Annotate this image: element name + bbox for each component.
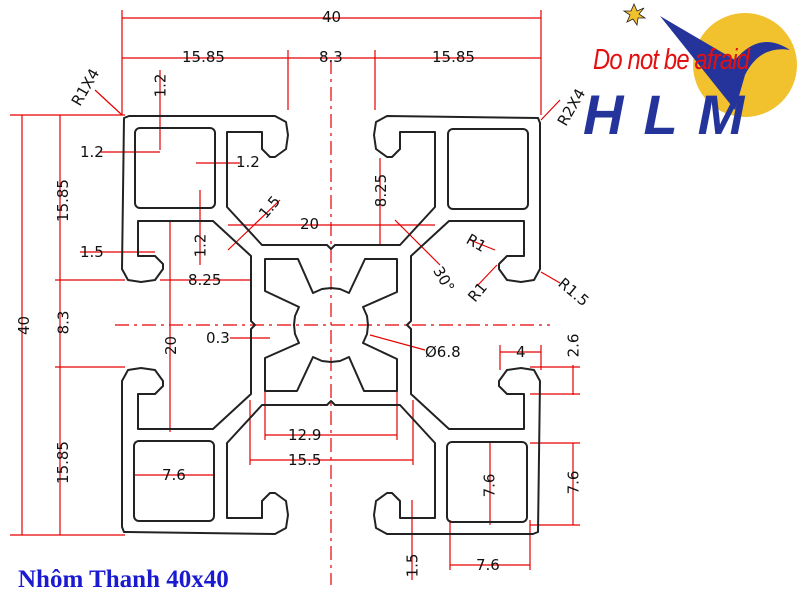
dim-core-20: 20 [300,215,320,233]
dim-top-left: 15.85 [182,48,225,66]
dim-lip-height: 1.2 [151,73,170,98]
dim-hole-height: 7.6 [480,473,499,498]
center-lines [115,60,550,585]
logo-slogan: Do not be afraid [593,44,750,76]
dim-slot-2-6: 2.6 [564,333,583,358]
dim-core-20-vertical: 20 [162,335,181,356]
dimension-lines [10,10,580,580]
dim-left-lip: 1.5 [80,243,104,261]
dim-hole-height-right: 7.6 [564,470,583,495]
dim-top-right: 15.85 [432,48,475,66]
corner-hole [134,127,216,209]
corner-hole [446,441,528,523]
dim-left-upper: 15.85 [53,179,72,222]
dim-lip-vertical: 1.2 [191,233,210,258]
dim-left-lower: 15.85 [53,441,72,484]
dim-slot-4: 4 [516,343,526,361]
dim-top-mid: 8.3 [319,48,343,66]
dim-core-15-5: 15.5 [288,451,322,469]
dim-hole-width: 7.6 [162,466,186,484]
dim-left-total: 40 [15,315,34,336]
dim-core-12-9: 12.9 [288,426,322,444]
logo-brand: HLM [583,83,765,146]
dim-lip-left: 1.2 [80,143,104,161]
corner-hole [447,128,529,210]
logo-bird [660,16,790,110]
dim-top-total: 40 [322,8,342,26]
dim-slot-depth: 8.25 [372,173,391,208]
profile-outer-contour [121,115,541,535]
corner-hole [133,440,215,522]
dim-notch: 0.3 [206,329,230,347]
dim-wall-inner: 1.2 [236,153,260,171]
dim-left-mid: 8.3 [54,310,73,335]
dim-bore: Ø6.8 [425,343,461,361]
logo-star-icon [622,2,647,27]
dim-bottom-7-6: 7.6 [476,556,500,574]
aluminium-profile-outline [121,115,541,535]
dim-slot-depth-h: 8.25 [188,271,222,289]
center-bore-cavity [264,258,398,392]
dim-bottom-1-5: 1.5 [403,553,422,578]
page-title: Nhôm Thanh 40x40 [18,566,229,593]
